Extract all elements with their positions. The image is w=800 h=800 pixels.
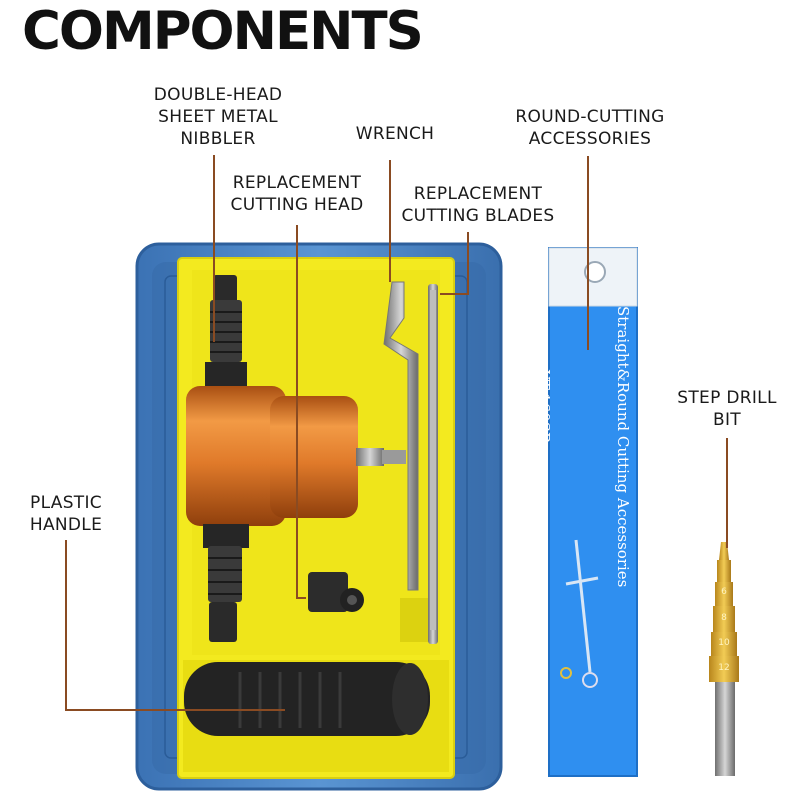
page-title: COMPONENTS: [22, 1, 424, 62]
nibbler-tool: [186, 275, 406, 642]
label-round-cutting: ROUND-CUTTING ACCESSORIES: [515, 107, 665, 149]
package-model-text: YT-160SR: [535, 370, 553, 444]
label-plastic-handle: PLASTIC HANDLE: [29, 493, 103, 535]
wrench: [383, 281, 428, 642]
plastic-handle: [184, 662, 430, 736]
replacement-blades: [428, 284, 438, 644]
step-drill-bit: [709, 542, 739, 776]
label-blades: REPLACEMENT CUTTING BLADES: [401, 184, 555, 226]
label-step-drill: STEP DRILL BIT: [677, 388, 777, 430]
drill-mark: 10: [718, 638, 730, 648]
package-box: [548, 247, 638, 777]
leader-lines: [65, 155, 728, 711]
label-wrench: WRENCH: [355, 124, 435, 144]
drill-mark: 12: [718, 663, 730, 673]
drill-mark: 8: [721, 613, 727, 623]
replacement-cutting-head: [308, 572, 364, 612]
package-product-text: Straight&Round Cutting Accessories: [614, 306, 632, 588]
drill-mark: 6: [721, 587, 727, 597]
label-cutting-head: REPLACEMENT CUTTING HEAD: [230, 173, 364, 215]
label-nibbler: DOUBLE-HEAD SHEET METAL NIBBLER: [153, 85, 283, 149]
